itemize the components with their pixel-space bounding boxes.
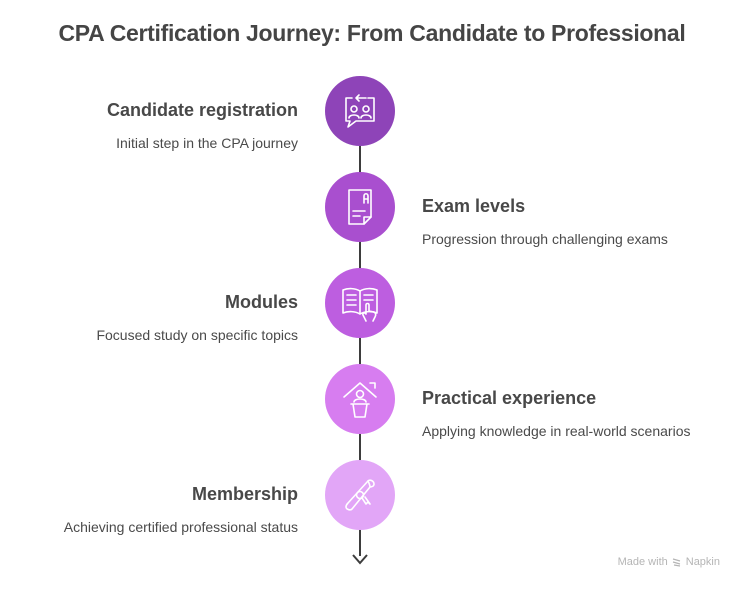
footer-brand: Napkin bbox=[685, 556, 720, 568]
diagram-title: CPA Certification Journey: From Candidat… bbox=[58, 20, 686, 46]
step-heading: Practical experience bbox=[422, 388, 597, 408]
step-description: Progression through challenging exams bbox=[422, 231, 668, 247]
exam-document-icon bbox=[348, 189, 372, 225]
step-description: Initial step in the CPA journey bbox=[116, 135, 298, 151]
step-description: Focused study on specific topics bbox=[96, 327, 298, 343]
step-3-node bbox=[325, 268, 395, 338]
step-4-node bbox=[325, 364, 395, 434]
diploma-icon bbox=[345, 479, 375, 511]
open-book-icon bbox=[342, 287, 378, 322]
footer-prefix: Made with bbox=[617, 556, 668, 568]
step-description: Applying knowledge in real-world scenari… bbox=[422, 423, 691, 439]
step-description: Achieving certified professional status bbox=[63, 519, 298, 535]
house-person-icon bbox=[343, 382, 377, 418]
napkin-watermark[interactable]: Made with Napkin bbox=[618, 556, 720, 568]
step-2-label: Exam levels Progression through challeng… bbox=[422, 196, 668, 247]
step-heading: Modules bbox=[224, 292, 298, 312]
arrow-down-icon bbox=[352, 554, 368, 565]
step-3-label: Modules Focused study on specific topics bbox=[96, 292, 298, 343]
step-5-label: Membership Achieving certified professio… bbox=[64, 484, 298, 535]
napkin-logo-icon bbox=[672, 558, 680, 567]
step-heading: Exam levels bbox=[422, 196, 526, 216]
chat-users-icon bbox=[345, 94, 375, 128]
step-heading: Candidate registration bbox=[106, 100, 298, 120]
step-4-label: Practical experience Applying knowledge … bbox=[422, 388, 690, 439]
step-heading: Membership bbox=[191, 484, 298, 504]
step-5-node bbox=[325, 460, 395, 530]
step-1-node bbox=[325, 76, 395, 146]
timeline-connector bbox=[359, 146, 361, 556]
step-2-node bbox=[325, 172, 395, 242]
step-1-label: Candidate registration Initial step in t… bbox=[107, 100, 298, 151]
